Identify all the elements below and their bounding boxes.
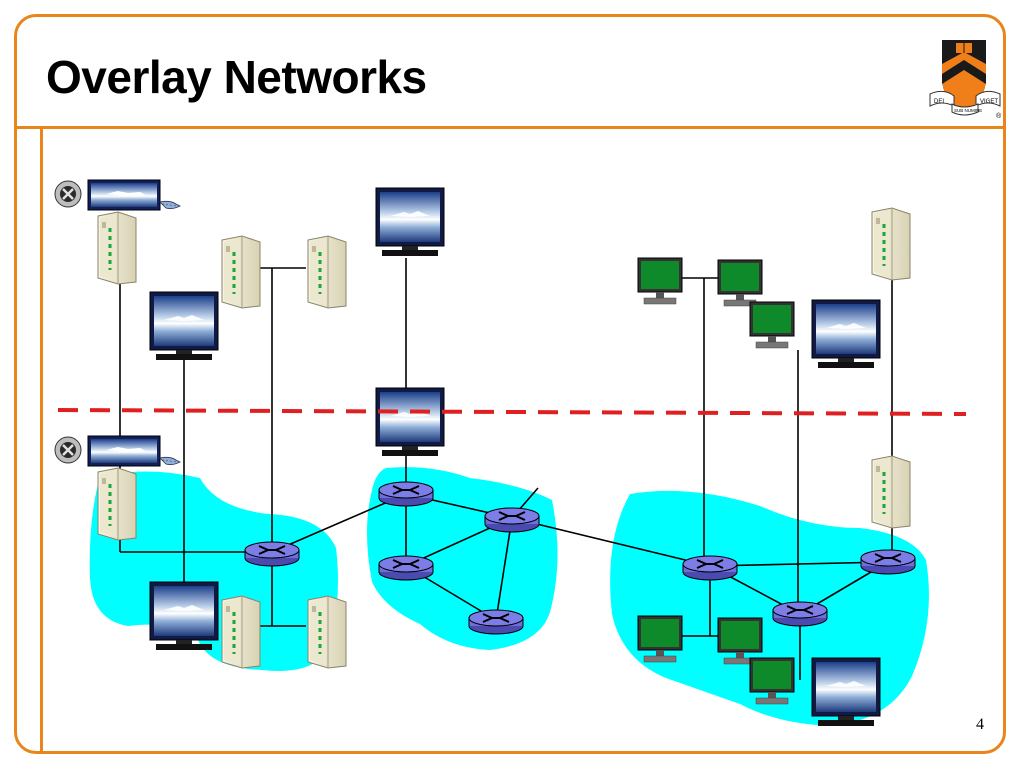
motto-right: VIGET xyxy=(980,99,998,105)
princeton-shield-logo: DEI SUB NUMINE VIGET ® xyxy=(929,40,1002,120)
server-tower-icon xyxy=(306,594,348,670)
page-number: 4 xyxy=(976,716,984,733)
server-tower-icon xyxy=(870,206,912,282)
server-tower-icon xyxy=(96,466,138,542)
film-reel-icon xyxy=(53,434,182,468)
monitor-icon xyxy=(811,299,881,369)
router-icon xyxy=(682,555,738,581)
monitor-icon xyxy=(375,387,445,457)
server-tower-icon xyxy=(306,234,348,310)
server-tower-icon xyxy=(870,454,912,530)
router-icon xyxy=(244,541,300,567)
server-tower-icon xyxy=(220,594,262,670)
motto-left: DEI xyxy=(934,99,944,105)
left-rule xyxy=(40,129,43,751)
router-icon xyxy=(860,549,916,575)
monitor-icon xyxy=(149,291,219,361)
monitor-icon xyxy=(149,581,219,651)
server-tower-icon xyxy=(220,234,262,310)
desktop-computer-icon xyxy=(717,259,763,307)
film-reel-icon xyxy=(53,178,182,212)
monitor-icon xyxy=(811,657,881,727)
desktop-computer-icon xyxy=(749,301,795,349)
overlay-boundary-dashed-line xyxy=(57,408,967,416)
router-icon xyxy=(484,507,540,533)
router-icon xyxy=(468,609,524,635)
router-icon xyxy=(378,481,434,507)
router-icon xyxy=(378,555,434,581)
motto-center: SUB NUMINE xyxy=(954,108,982,113)
title-divider xyxy=(17,126,1003,129)
registered-mark: ® xyxy=(996,112,1002,120)
router-icon xyxy=(772,601,828,627)
desktop-computer-icon xyxy=(637,257,683,305)
server-tower-icon xyxy=(96,210,138,286)
slide-title: Overlay Networks xyxy=(46,51,427,103)
monitor-icon xyxy=(375,187,445,257)
